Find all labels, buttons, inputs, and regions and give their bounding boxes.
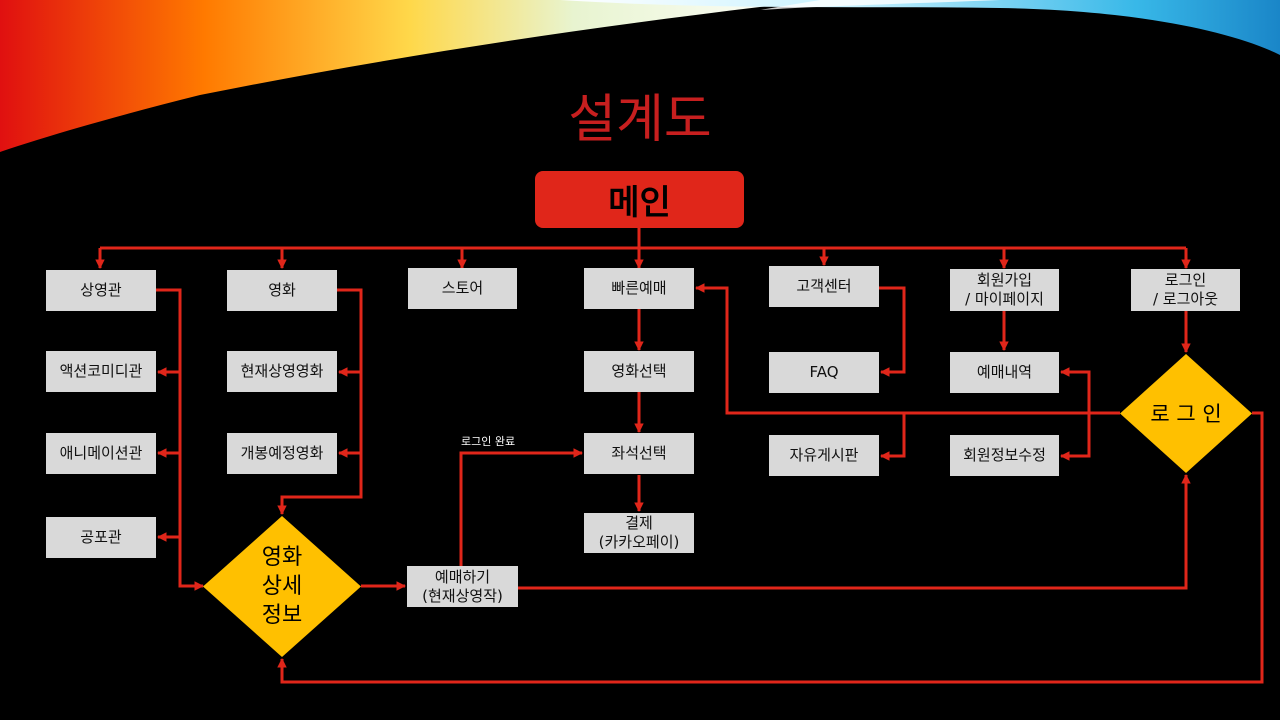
node-faq-label: FAQ: [809, 363, 839, 381]
node-seat-select: 좌석선택: [584, 433, 694, 474]
decision-movie-detail-line2: 상세: [261, 574, 303, 599]
connector-theater-trunk: [156, 288, 204, 591]
node-quick-booking-label: 빠른예매: [611, 279, 667, 297]
swoosh-white-band: [760, 0, 1000, 10]
node-login-logout-line1: 로그인: [1164, 271, 1207, 289]
connector-login-to-movie-detail: [277, 411, 1264, 684]
node-animation-theater-label: 애니메이션관: [59, 444, 143, 462]
node-now-showing-label: 현재상영영화: [240, 362, 324, 380]
node-movie: 영화: [227, 270, 337, 311]
main-node: 메인: [535, 171, 744, 228]
connector-login-to-booking-history: [1060, 367, 1120, 415]
decision-login: 로 그 인: [1120, 354, 1252, 473]
connector-book-now-to-login: [518, 474, 1191, 590]
node-edit-member-info-label: 회원정보수정: [963, 446, 1046, 464]
node-book-now-line1: 예매하기: [434, 567, 491, 586]
decision-movie-detail-shape: [203, 516, 361, 657]
node-payment-line2: (카카오페이): [598, 533, 680, 551]
connector-book-now-to-seat: [459, 448, 583, 566]
decision-movie-detail-text: 영화 상세 정보: [203, 516, 361, 657]
connector-login-to-edit-member: [1060, 413, 1091, 461]
decision-movie-detail-line3: 정보: [261, 603, 303, 628]
swoosh-cool-band: [560, 0, 1280, 55]
node-customer-center-label: 고객센터: [796, 277, 852, 295]
node-animation-theater: 애니메이션관: [46, 433, 156, 474]
node-book-now: 예매하기 (현재상영작): [407, 566, 518, 607]
decision-movie-detail: 영화 상세 정보: [203, 516, 361, 657]
node-movie-select-label: 영화선택: [611, 362, 667, 380]
decision-movie-detail-line1: 영화: [261, 545, 303, 570]
node-book-now-line2: (현재상영작): [422, 586, 503, 605]
node-store-label: 스토어: [441, 279, 484, 297]
node-login-logout-line2: / 로그아웃: [1152, 290, 1219, 308]
node-edit-member-info: 회원정보수정: [950, 435, 1059, 476]
swoosh-warm-band: [0, 0, 820, 152]
node-quick-booking: 빠른예매: [584, 268, 694, 309]
edge-label-login-complete: 로그인 완료: [461, 435, 516, 448]
node-free-board-label: 자유게시판: [789, 446, 859, 464]
node-action-comedy-theater-label: 액션코미디관: [59, 362, 143, 380]
node-login-logout: 로그인 / 로그아웃: [1131, 269, 1240, 311]
node-horror-theater: 공포관: [46, 517, 156, 558]
decision-login-shape: [1120, 354, 1252, 473]
node-payment-line1: 결제: [625, 514, 653, 532]
decision-login-text: 로 그 인: [1120, 354, 1252, 473]
node-signup-mypage-line2: / 마이페이지: [965, 290, 1044, 308]
node-movie-select: 영화선택: [584, 351, 694, 392]
node-now-showing: 현재상영영화: [227, 351, 337, 392]
node-free-board: 자유게시판: [769, 435, 879, 476]
node-signup-mypage: 회원가입 / 마이페이지: [950, 269, 1059, 311]
node-coming-soon: 개봉예정영화: [227, 433, 337, 474]
node-signup-mypage-line1: 회원가입: [976, 271, 1033, 289]
node-faq: FAQ: [769, 352, 879, 393]
node-store: 스토어: [408, 268, 517, 309]
decision-login-label: 로 그 인: [1150, 401, 1222, 426]
node-booking-history: 예매내역: [950, 352, 1059, 393]
node-booking-history-label: 예매내역: [976, 363, 1033, 381]
node-theater-label: 상영관: [80, 281, 122, 299]
connector-customer-center-to-faq: [879, 286, 906, 377]
node-action-comedy-theater: 액션코미디관: [46, 351, 156, 392]
decorative-swoosh: [0, 0, 1280, 152]
node-theater: 상영관: [46, 270, 156, 311]
node-customer-center: 고객센터: [769, 266, 879, 307]
node-payment: 결제 (카카오페이): [584, 513, 694, 553]
node-seat-select-label: 좌석선택: [611, 444, 667, 462]
connector-login-to-free-board: [880, 411, 1120, 461]
slide-title: 설계도: [568, 90, 712, 150]
node-movie-label: 영화: [268, 281, 296, 299]
node-coming-soon-label: 개봉예정영화: [240, 444, 324, 462]
node-horror-theater-label: 공포관: [80, 528, 122, 546]
connector-movie-trunk: [277, 288, 363, 515]
